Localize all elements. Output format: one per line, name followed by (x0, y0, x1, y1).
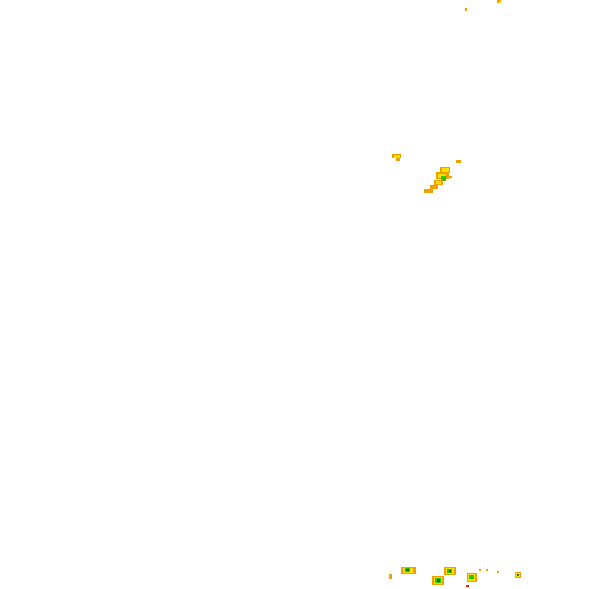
yellow-echo-pixel (442, 168, 449, 172)
darkgreen-echo-pixel (449, 570, 451, 572)
orange-echo-pixel (497, 571, 499, 573)
echo-cell-upper-small (392, 154, 461, 163)
orange-echo-pixel (465, 8, 467, 11)
yellow-echo-pixel (499, 1, 501, 3)
orange-echo-pixel (389, 574, 392, 579)
darkgreen-echo-pixel (437, 579, 440, 582)
orange-echo-pixel (479, 569, 481, 571)
orange-echo-pixel (486, 569, 488, 571)
orange-echo-pixel (430, 185, 438, 189)
orange-echo-pixel (396, 158, 400, 161)
echo-cell-upper-main (424, 167, 452, 193)
orange-echo-pixel (424, 189, 433, 193)
green-echo-pixel (441, 176, 446, 181)
orange-echo-pixel (446, 176, 452, 178)
echo-cell-bottom-band (389, 567, 521, 587)
yellow-echo-pixel (436, 181, 441, 184)
green-echo-pixel (469, 575, 474, 579)
orange-echo-pixel (456, 160, 461, 163)
echo-cell-top-edge (465, 0, 501, 11)
darkgreen-echo-pixel (406, 569, 409, 571)
yellow-echo-pixel (394, 155, 400, 158)
darkgreen-echo-pixel (517, 574, 519, 576)
red-echo-pixel (466, 585, 469, 587)
